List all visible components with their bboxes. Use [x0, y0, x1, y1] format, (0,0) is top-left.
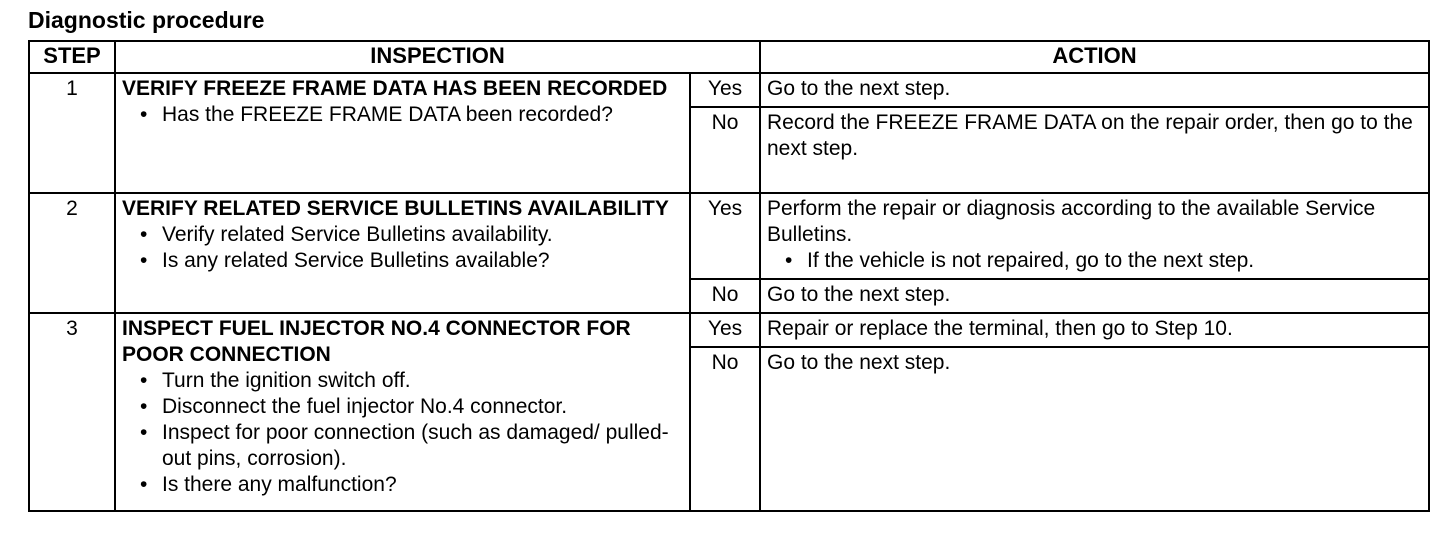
list-item: Inspect for poor connection (such as dam…	[140, 420, 683, 472]
action-text: Go to the next step.	[767, 77, 951, 100]
yes-label: Yes	[689, 312, 761, 348]
table-row: 2 VERIFY RELATED SERVICE BULLETINS AVAIL…	[28, 192, 1430, 314]
inspection-cell: VERIFY FREEZE FRAME DATA HAS BEEN RECORD…	[114, 72, 691, 194]
step-number: 2	[28, 192, 116, 314]
table-row: 3 INSPECT FUEL INJECTOR NO.4 CONNECTOR F…	[28, 312, 1430, 512]
yes-action: Perform the repair or diagnosis accordin…	[759, 192, 1430, 280]
yes-action: Repair or replace the terminal, then go …	[759, 312, 1430, 348]
list-item: Verify related Service Bulletins availab…	[140, 222, 683, 248]
table-row: No Go to the next step.	[29, 278, 1430, 314]
action-text: Perform the repair or diagnosis accordin…	[767, 197, 1376, 246]
list-item: Turn the ignition switch off.	[140, 368, 683, 394]
list-item: Is there any malfunction?	[140, 472, 683, 498]
inspection-cell: INSPECT FUEL INJECTOR NO.4 CONNECTOR FOR…	[114, 312, 691, 512]
yes-action: Go to the next step.	[759, 72, 1430, 108]
inspection-title: INSPECT FUEL INJECTOR NO.4 CONNECTOR FOR…	[122, 317, 631, 366]
header-inspection: INSPECTION	[114, 40, 761, 74]
list-item: Is any related Service Bulletins availab…	[140, 248, 683, 274]
no-label: No	[689, 106, 761, 194]
no-action: Go to the next step.	[759, 346, 1430, 512]
inspection-bullets: Has the FREEZE FRAME DATA been recorded?	[122, 102, 683, 128]
header-row: STEP INSPECTION ACTION	[28, 40, 1430, 74]
table-row: No Go to the next step.	[29, 346, 1430, 512]
list-item: If the vehicle is not repaired, go to th…	[785, 248, 1422, 274]
yes-label: Yes	[689, 192, 761, 280]
no-action: Record the FREEZE FRAME DATA on the repa…	[759, 106, 1430, 194]
action-text: Go to the next step.	[767, 351, 951, 374]
yes-label: Yes	[689, 72, 761, 108]
action-text: Repair or replace the terminal, then go …	[767, 317, 1233, 340]
inspection-cell: VERIFY RELATED SERVICE BULLETINS AVAILAB…	[114, 192, 691, 314]
header-action: ACTION	[759, 40, 1430, 74]
table-row: 1 VERIFY FREEZE FRAME DATA HAS BEEN RECO…	[28, 72, 1430, 194]
list-item: Has the FREEZE FRAME DATA been recorded?	[140, 102, 683, 128]
no-action: Go to the next step.	[759, 278, 1430, 314]
diagnostic-table: STEP INSPECTION ACTION 1 VERIFY FREEZE F…	[28, 40, 1430, 512]
action-text: Record the FREEZE FRAME DATA on the repa…	[767, 111, 1413, 160]
inspection-title: VERIFY FREEZE FRAME DATA HAS BEEN RECORD…	[122, 77, 668, 100]
inspection-bullets: Turn the ignition switch off. Disconnect…	[122, 368, 683, 498]
list-item: Disconnect the fuel injector No.4 connec…	[140, 394, 683, 420]
inspection-title: VERIFY RELATED SERVICE BULLETINS AVAILAB…	[122, 197, 669, 220]
no-label: No	[689, 346, 761, 512]
step-number: 1	[28, 72, 116, 194]
action-bullets: If the vehicle is not repaired, go to th…	[767, 248, 1422, 274]
page-title: Diagnostic procedure	[28, 7, 265, 33]
action-text: Go to the next step.	[767, 283, 951, 306]
table-row: No Record the FREEZE FRAME DATA on the r…	[29, 106, 1430, 194]
no-label: No	[689, 278, 761, 314]
step-number: 3	[28, 312, 116, 512]
header-step: STEP	[28, 40, 116, 74]
inspection-bullets: Verify related Service Bulletins availab…	[122, 222, 683, 274]
